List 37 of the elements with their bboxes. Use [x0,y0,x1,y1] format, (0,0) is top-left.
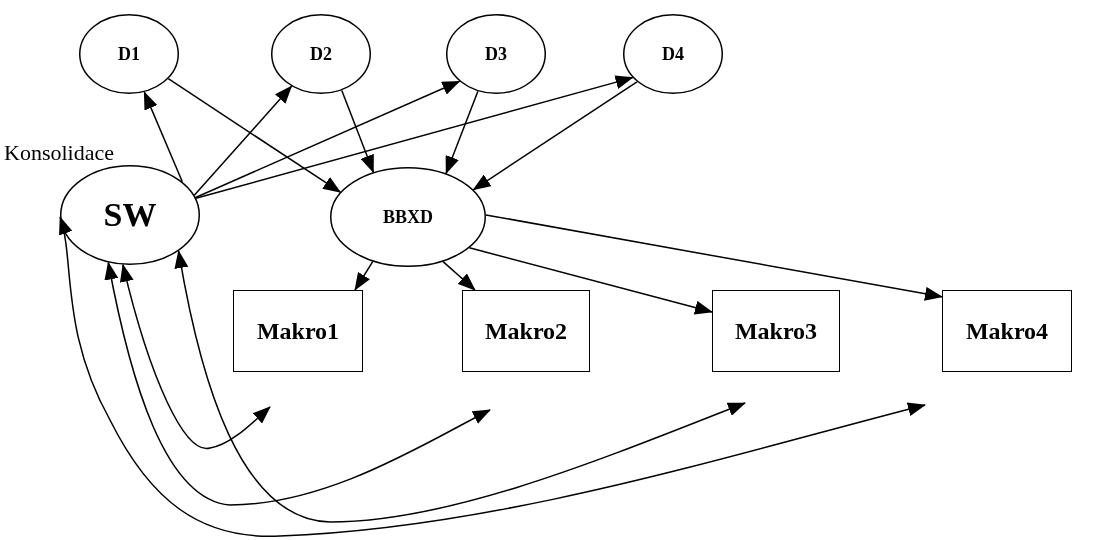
node-label: Makro2 [484,317,568,345]
arrow [354,260,374,291]
arrow [485,214,943,301]
arrow [167,77,342,193]
process-box [462,290,590,372]
node-label: SW [103,196,157,234]
arrow [143,91,184,183]
arrow [120,263,271,449]
ellipse-node [271,14,371,94]
arrow [468,247,713,315]
arrow [104,261,491,506]
process-box [233,290,363,372]
node-label: D2 [310,43,332,65]
ellipse-node [79,14,179,94]
arrow [445,90,479,175]
ellipse-node [330,167,486,267]
annotation-text: Konsolidace [4,140,114,166]
arrow [57,216,926,537]
node-label: Makro1 [256,317,340,345]
node-label: D4 [662,43,684,65]
ellipse-node [60,165,200,265]
node-label: D1 [118,43,140,65]
arrow [442,260,476,291]
node-label: BBXD [383,206,433,228]
node-label: Makro4 [965,317,1049,345]
process-box [942,290,1072,372]
ellipse-node [623,14,723,94]
node-label: D3 [485,43,507,65]
ellipse-node [446,14,546,94]
arrow [194,80,461,199]
node-label: Makro3 [734,317,818,345]
arrow [472,81,638,191]
process-box [712,290,840,372]
arrow [193,85,293,196]
arrow [174,250,746,523]
arrow [195,75,634,200]
arrow [341,89,375,174]
